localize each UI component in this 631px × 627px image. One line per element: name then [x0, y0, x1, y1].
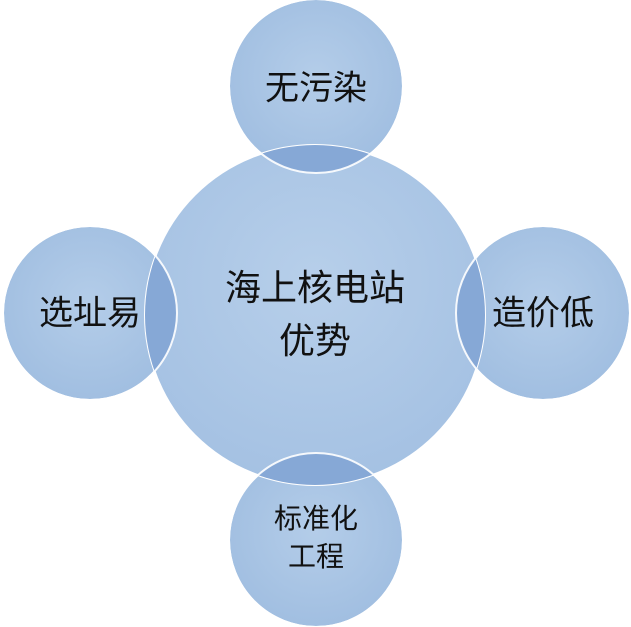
center-label-line2: 优势 — [279, 321, 351, 362]
right-label: 造价低 — [492, 294, 594, 334]
bottom-label-line1: 标准化 — [274, 502, 358, 535]
bottom-label-line2: 工程 — [288, 540, 344, 573]
top-label: 无污染 — [265, 69, 367, 109]
left-label: 选址易 — [39, 294, 141, 334]
center-label-line1: 海上核电站 — [225, 268, 405, 309]
center-circle — [144, 144, 486, 486]
